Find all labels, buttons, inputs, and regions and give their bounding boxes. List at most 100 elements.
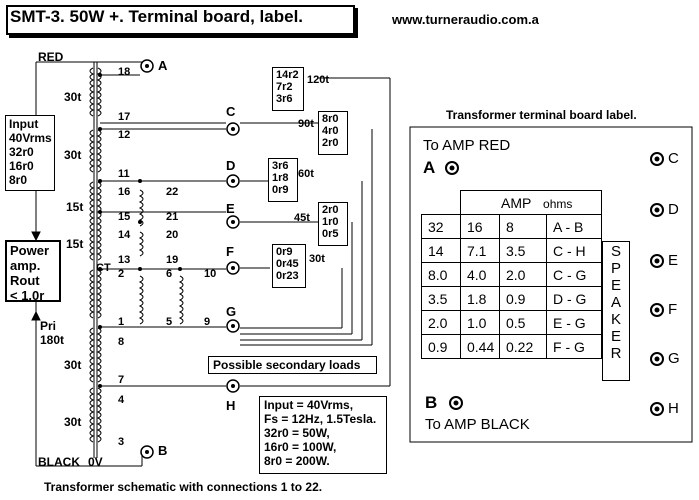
pin-number: 16 — [118, 186, 131, 198]
pin-number: 10 — [204, 268, 217, 280]
amp-header-cell: AMP ohms — [460, 190, 602, 215]
pin-number: 4 — [118, 394, 125, 406]
to-amp-red: To AMP RED — [423, 137, 511, 154]
table-cell: F - G — [546, 334, 602, 359]
pin-number: 12 — [118, 129, 131, 141]
pri-turns: 180t — [40, 333, 65, 347]
terminal-h-label: H — [226, 398, 236, 413]
table-header: A - B — [546, 214, 602, 239]
table-cell: 1.0 — [460, 310, 500, 335]
specs-box: Input = 40Vrms, Fs = 12Hz, 1.5Tesla. 32r… — [259, 396, 387, 474]
load-value: 0r45 — [276, 258, 299, 270]
spec-line: 8r0 = 200W. — [264, 454, 330, 468]
spec-line: Input = 40Vrms, — [264, 398, 354, 412]
load-value: 0r9 — [272, 184, 289, 196]
input-load-32: 32r0 — [9, 145, 34, 159]
load-box-30t: 0r9 0r45 0r23 — [272, 244, 306, 288]
power-rout: Rout — [10, 273, 40, 288]
speaker-letter: R — [610, 345, 622, 362]
speaker-letter: P — [610, 260, 621, 277]
terminal-a-label: A — [158, 58, 168, 73]
load-turns-60t: 60t — [298, 168, 314, 180]
load-value: 7r2 — [276, 81, 293, 93]
input-box: Input 40Vrms 32r0 16r0 8r0 — [5, 115, 55, 191]
spec-line: Fs = 12Hz, 1.5Tesla. — [264, 412, 377, 426]
table-header: 8 — [499, 214, 547, 239]
load-turns-90t: 90t — [298, 118, 314, 130]
power-rout-value: < 1.0r — [10, 288, 45, 303]
load-turns-30t: 30t — [309, 253, 325, 265]
turns-label: 30t — [64, 90, 82, 104]
possible-loads-text: Possible secondary loads — [213, 358, 361, 372]
load-value: 3r6 — [272, 160, 289, 172]
pin-number: 7 — [118, 374, 125, 386]
pin-number: 11 — [118, 168, 130, 180]
table-cell: 3.5 — [499, 238, 547, 263]
load-value: 0r9 — [276, 246, 293, 258]
load-value: 2r0 — [322, 204, 339, 216]
table-cell: 0.5 — [499, 310, 547, 335]
side-terminal-e: E — [668, 252, 679, 269]
table-cell: 0.44 — [460, 334, 500, 359]
pri-text: Pri — [40, 319, 57, 333]
pin-number: 8 — [118, 336, 125, 348]
primary-label: Pri 180t — [40, 319, 64, 347]
side-terminal-f: F — [668, 301, 678, 318]
side-terminal-c: C — [668, 150, 679, 167]
terminal-b-label: B — [158, 443, 168, 458]
table-corner — [602, 191, 625, 215]
load-turns-120t: 120t — [307, 74, 330, 86]
amp-ohms-table: AMP ohms 32 16 8 A - B 14 7.1 3.5 C - H … — [421, 190, 624, 359]
power-title: Power — [10, 243, 50, 258]
load-box-90t: 8r0 4r0 2r0 — [318, 111, 348, 155]
load-value: 8r0 — [322, 113, 339, 125]
pin-number: 13 — [118, 254, 131, 266]
spec-line: 16r0 = 100W, — [264, 440, 337, 454]
pin-number: 21 — [166, 211, 179, 223]
load-value: 14r2 — [276, 69, 299, 81]
load-value: 4r0 — [322, 125, 339, 137]
load-box-60t: 3r6 1r8 0r9 — [268, 158, 298, 202]
power-amp: amp. — [10, 258, 41, 273]
terminal-g-label: G — [226, 304, 237, 319]
terminal-e-label: E — [226, 201, 235, 216]
table-cell: D - G — [546, 286, 602, 311]
table-cell: C - H — [546, 238, 602, 263]
turns-label: 30t — [64, 415, 82, 429]
table-cell: 8.0 — [421, 262, 461, 287]
table-cell: 14 — [421, 238, 461, 263]
table-cell: 3.5 — [421, 286, 461, 311]
speaker-vertical-label: S P E A K E R — [602, 241, 630, 381]
website-url[interactable]: www.turneraudio.com.a — [392, 12, 539, 27]
label-a: A — [423, 158, 436, 177]
table-cell: 2.0 — [499, 262, 547, 287]
table-cell: 0.9 — [499, 286, 547, 311]
table-header: 32 — [421, 214, 461, 239]
speaker-letter: A — [610, 294, 621, 311]
load-value: 1r8 — [272, 172, 289, 184]
load-turns-45t: 45t — [294, 212, 310, 224]
speaker-letter: K — [610, 311, 621, 328]
title-box — [6, 5, 355, 35]
schematic-caption: Transformer schematic with connections 1… — [44, 480, 323, 494]
side-terminal-d: D — [668, 201, 679, 218]
turns-label: 15t — [66, 200, 84, 214]
load-value: 0r5 — [322, 228, 339, 240]
turns-label: 30t — [64, 148, 82, 162]
pin-number: 19 — [166, 254, 179, 266]
load-value: 3r6 — [276, 93, 293, 105]
side-terminal-h: H — [668, 400, 679, 417]
table-cell: 2.0 — [421, 310, 461, 335]
speaker-letter: E — [610, 328, 621, 345]
pin-number: 2 — [118, 268, 125, 280]
page-title: SMT-3. 50W +. Terminal board, label. — [10, 7, 304, 26]
table-header: 16 — [460, 214, 500, 239]
to-amp-black: To AMP BLACK — [425, 416, 530, 433]
load-box-120t: 14r2 7r2 3r6 — [272, 67, 304, 111]
pin-number: CT — [96, 262, 111, 274]
input-load-16: 16r0 — [9, 159, 34, 173]
table-cell: 0.22 — [499, 334, 547, 359]
input-title: Input — [9, 117, 39, 131]
